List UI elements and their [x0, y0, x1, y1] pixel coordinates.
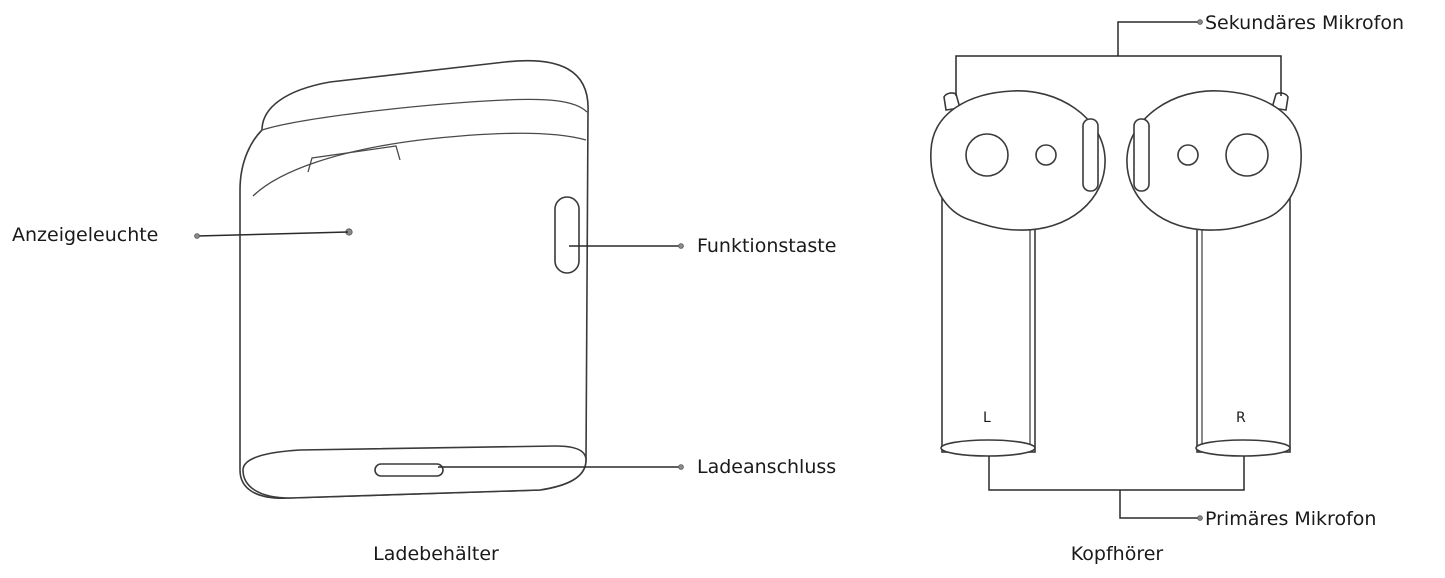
earbud-left-head: [930, 90, 1106, 231]
primary-mic-leader: [988, 456, 1245, 521]
earbud-left-speaker-grill: [1082, 118, 1099, 192]
label-function-button: Funktionstaste: [697, 235, 836, 257]
case-leaders: [194, 231, 684, 470]
label-primary-mic: Primäres Mikrofon: [1205, 508, 1376, 530]
case-body: [239, 59, 589, 499]
label-charging-port: Ladeanschluss: [697, 456, 836, 478]
earbud-left-mark: L: [983, 410, 991, 426]
caption-earbuds: Kopfhörer: [1071, 543, 1164, 565]
earbud-left-sensor-large: [965, 133, 1009, 177]
earbud-right-head: [1126, 90, 1302, 231]
earbud-right-stem-base: [1195, 439, 1291, 457]
label-indicator: Anzeigeleuchte: [12, 224, 158, 246]
primary-mic-leader-dot: [1197, 515, 1203, 521]
function-button-leader-dot: [678, 243, 684, 249]
case-charging-port: [374, 463, 444, 477]
secondary-mic-bracket: [955, 55, 1282, 96]
caption-charging-case: Ladebehälter: [373, 543, 499, 565]
primary-mic-pointer: [1119, 490, 1200, 519]
earbud-right-sensor-small: [1177, 144, 1199, 166]
secondary-mic-leader-dot: [1197, 19, 1203, 25]
case-lid-edge: [261, 98, 588, 131]
earbud-right-mark: R: [1236, 410, 1246, 426]
charging-case: [239, 59, 589, 499]
case-lid-seam: [252, 132, 587, 197]
earbud-right: R: [1126, 90, 1302, 457]
earbud-right-speaker-grill: [1133, 118, 1150, 192]
earbud-right-stem: [1196, 189, 1291, 453]
secondary-mic-pointer: [1117, 21, 1200, 56]
secondary-mic-leader: [955, 19, 1282, 96]
earbud-left-stem-base: [940, 439, 1036, 457]
label-secondary-mic: Sekundäres Mikrofon: [1205, 12, 1404, 34]
case-latch: [307, 145, 401, 173]
indicator-leader: [196, 231, 349, 237]
earbud-left: L: [930, 90, 1106, 457]
primary-mic-bracket: [988, 456, 1245, 491]
case-function-button: [554, 196, 580, 274]
charging-port-leader-dot: [678, 464, 684, 470]
earbud-right-sensor-large: [1225, 133, 1269, 177]
earbud-left-sensor-small: [1035, 144, 1057, 166]
indicator-leader-dot: [194, 233, 200, 239]
